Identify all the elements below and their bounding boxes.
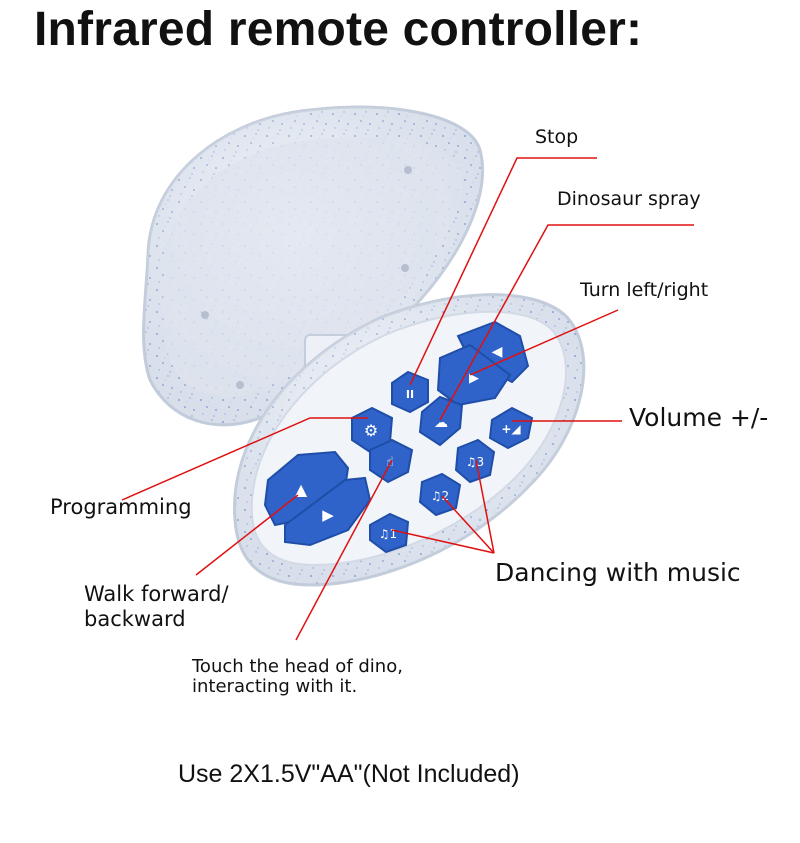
music-icon: ♫3: [466, 455, 484, 469]
label-touch: Touch the head of dino, interacting with…: [192, 656, 403, 697]
label-walk-line1: Walk forward/: [84, 582, 229, 606]
music-3-button[interactable]: ♫3: [454, 438, 496, 484]
callout-music-1: [391, 529, 495, 554]
arrow-right-icon: ▶: [469, 371, 479, 386]
music-1-button[interactable]: ♫1: [369, 512, 410, 554]
walk-backward-button[interactable]: ▶: [284, 476, 372, 547]
label-volume: Volume +/-: [629, 403, 769, 432]
arrow-left-icon: ◀: [492, 344, 503, 360]
label-stop: Stop: [535, 126, 579, 148]
volume-button[interactable]: +◢: [488, 406, 534, 450]
music-icon: ♫1: [379, 527, 397, 541]
up-arrow-icon: ▲: [295, 480, 308, 499]
gear-icon: ⚙: [364, 421, 378, 440]
label-walk: Walk forward/ backward: [84, 583, 229, 630]
remote-lid: [142, 105, 485, 427]
pause-icon: II: [406, 388, 414, 401]
speaker-icon: +◢: [501, 422, 521, 436]
callout-turn: [469, 309, 619, 376]
label-dancing: Dancing with music: [495, 558, 741, 587]
callout-walk: [195, 494, 299, 576]
down-arrow-icon: ▶: [322, 506, 334, 524]
label-touch-line2: interacting with it.: [192, 675, 358, 697]
callout-stop: [409, 157, 597, 386]
programming-button[interactable]: ⚙: [351, 406, 394, 454]
callout-music-2: [441, 495, 495, 554]
label-turn: Turn left/right: [580, 279, 709, 301]
label-dinosaur-spray: Dinosaur spray: [557, 188, 701, 210]
label-touch-line1: Touch the head of dino,: [192, 656, 403, 677]
battery-note: Use 2X1.5V"AA"(Not Included): [178, 760, 520, 788]
callout-spray: [439, 224, 694, 421]
callout-lines: [121, 157, 694, 641]
callout-music-3: [475, 459, 495, 554]
callout-programming: [121, 417, 368, 501]
cloud-icon: ☁: [434, 415, 448, 431]
callout-touch: [295, 459, 393, 641]
label-programming: Programming: [50, 495, 192, 519]
spray-button[interactable]: ☁: [418, 395, 464, 447]
stop-button[interactable]: II: [391, 370, 429, 414]
label-walk-line2: backward: [84, 607, 186, 632]
page-title: Infrared remote controller:: [34, 3, 643, 56]
